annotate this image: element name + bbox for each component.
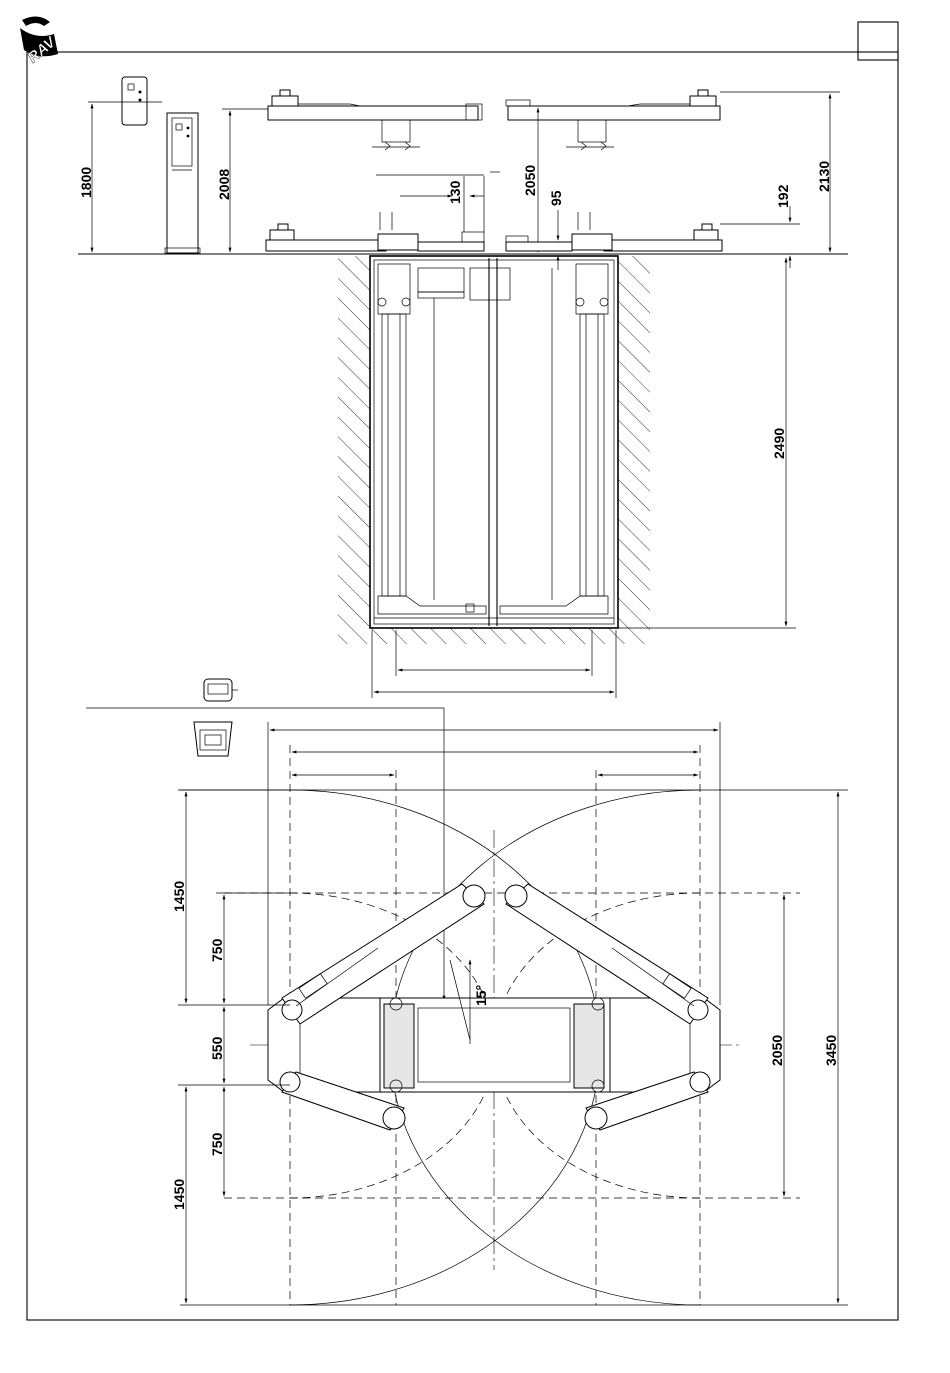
control-column — [165, 113, 200, 253]
lowered-arm-right — [506, 212, 722, 251]
control-box-top-view — [204, 679, 238, 701]
dim-192: 192 — [775, 184, 791, 208]
raised-arm-left — [268, 90, 482, 150]
dim-upper-750: 750 — [209, 938, 225, 962]
dim-lower-750: 750 — [209, 1132, 225, 1156]
drawing-frame — [27, 22, 898, 1320]
wall-control-box — [122, 77, 147, 125]
dim-130: 130 — [447, 180, 463, 204]
dim-550: 550 — [209, 1036, 225, 1060]
angle-label: 15° — [473, 985, 489, 1006]
dim-3450: 3450 — [823, 1035, 839, 1066]
rav-logo: RAV — [20, 16, 60, 66]
dim-lower-1450: 1450 — [171, 1179, 187, 1210]
dim-1800: 1800 — [78, 167, 94, 198]
pit-section — [338, 256, 650, 644]
plan-view — [180, 722, 848, 1305]
dim-2490: 2490 — [771, 428, 787, 459]
lowered-arm-left — [266, 212, 484, 251]
dim-2050-plan: 2050 — [769, 1035, 785, 1066]
control-column-top-view — [194, 722, 232, 756]
dim-2050: 2050 — [522, 165, 538, 196]
dim-2130: 2130 — [816, 161, 832, 192]
dim-upper-1450: 1450 — [171, 881, 187, 912]
dim-95: 95 — [548, 190, 564, 206]
dim-2008: 2008 — [216, 169, 232, 200]
